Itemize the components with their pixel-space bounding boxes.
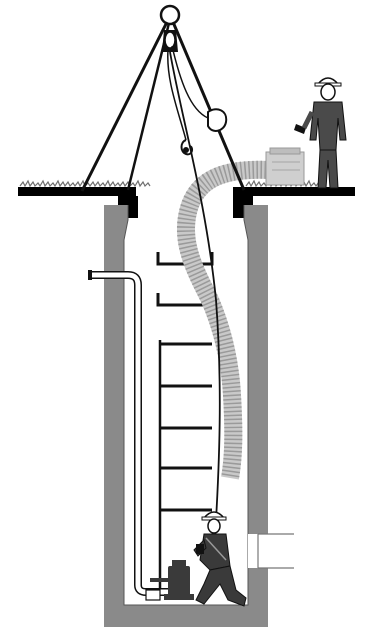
retractor-device xyxy=(208,109,226,131)
blower-housing xyxy=(266,152,304,185)
rescue-hook-eye xyxy=(183,147,189,153)
pulley-wheel xyxy=(165,32,175,48)
sump-pump xyxy=(146,560,194,600)
attendant-torso xyxy=(310,102,346,150)
pump-body xyxy=(168,566,190,596)
pump-base xyxy=(164,594,194,600)
entrant-head xyxy=(208,519,220,533)
pump-fitting xyxy=(146,590,160,600)
gas-monitor-icon xyxy=(196,544,204,554)
blower-top xyxy=(270,148,300,154)
discharge-pipe-cap xyxy=(88,270,92,280)
entrant-legs xyxy=(196,566,246,606)
blower-unit xyxy=(266,148,304,185)
discharge-pipe xyxy=(88,270,168,592)
discharge-pipe-outer xyxy=(90,275,168,592)
entrant-worker xyxy=(194,512,246,606)
tripod-leg-left xyxy=(82,22,167,191)
attendant-arm xyxy=(304,112,312,128)
ground-slab-left xyxy=(18,187,136,196)
shaft-floor xyxy=(104,605,268,627)
entrant-torso xyxy=(200,534,230,570)
discharge-pipe-inner xyxy=(90,275,168,592)
inlet-pipe-opening xyxy=(248,534,294,568)
attendant-legs xyxy=(318,150,338,188)
attendant-head xyxy=(321,84,335,100)
tripod-head-ring xyxy=(161,6,179,24)
retractor-line xyxy=(172,46,208,118)
pump-motor-cap xyxy=(172,560,186,568)
side-inlet-pipe xyxy=(248,534,294,568)
tripod-leg-right xyxy=(173,22,244,190)
